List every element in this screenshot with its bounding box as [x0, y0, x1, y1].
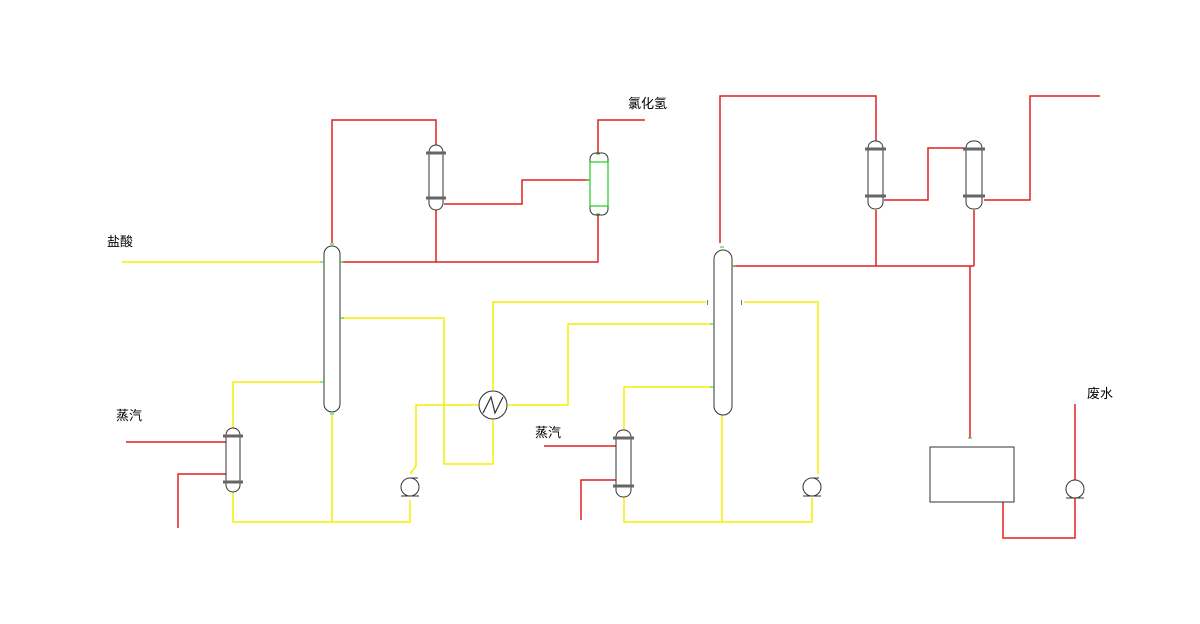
condenser-3-icon [963, 140, 985, 210]
label-hydrogen-chloride: 氯化氢 [628, 97, 667, 112]
line-reb2-to-col2 [623, 386, 710, 430]
line-hx-to-col2-mid [508, 323, 710, 406]
condenser-2-icon [865, 140, 886, 210]
label-waste-water: 废水 [1087, 386, 1113, 402]
line-tank-to-pump [1002, 498, 1076, 539]
label-steam-left: 蒸汽 [116, 409, 142, 424]
svg-text:≀: ≀ [706, 298, 709, 307]
pump-3-icon [1065, 479, 1085, 499]
line-hcl-out [597, 119, 645, 153]
pump-1-icon [400, 477, 420, 497]
column-1-icon [320, 243, 344, 415]
line-steam-left-cond [177, 473, 226, 528]
red-lines [126, 95, 1100, 539]
reboiler-2-icon [613, 429, 634, 498]
svg-text:≀: ≀ [740, 298, 743, 307]
line-reb1-to-col1 [232, 381, 320, 428]
line-col2-overhead [719, 95, 877, 243]
line-col1-sidedraw [342, 317, 494, 465]
column-2-icon: ≀ ≀ [706, 246, 743, 416]
line-cond1-to-sep [444, 179, 589, 205]
yellow-lines [122, 261, 819, 523]
line-pump2-to-col2 [744, 301, 819, 474]
line-col1-overhead [331, 119, 437, 243]
label-steam-right: 蒸汽 [535, 426, 561, 441]
pump-2-icon [802, 477, 822, 497]
line-hx-to-col2-upper [492, 301, 706, 390]
reboiler-1-icon [223, 427, 243, 493]
condenser-1-icon [426, 144, 446, 211]
label-hcl-acid: 盐酸 [107, 235, 133, 250]
line-cond2-to-cond3 [884, 147, 966, 201]
heat-exchanger-icon [478, 390, 508, 420]
line-cond1-return [342, 210, 437, 263]
line-sep-bottom [436, 215, 599, 263]
line-bottom-header-right [623, 497, 813, 523]
line-pump1-to-hx [409, 404, 478, 475]
separator-icon [586, 152, 609, 216]
line-cond3-vent [984, 95, 1100, 201]
line-bottom-header-left [232, 492, 411, 523]
waste-tank-icon [929, 437, 1015, 503]
line-steam-right-cond [580, 479, 616, 520]
